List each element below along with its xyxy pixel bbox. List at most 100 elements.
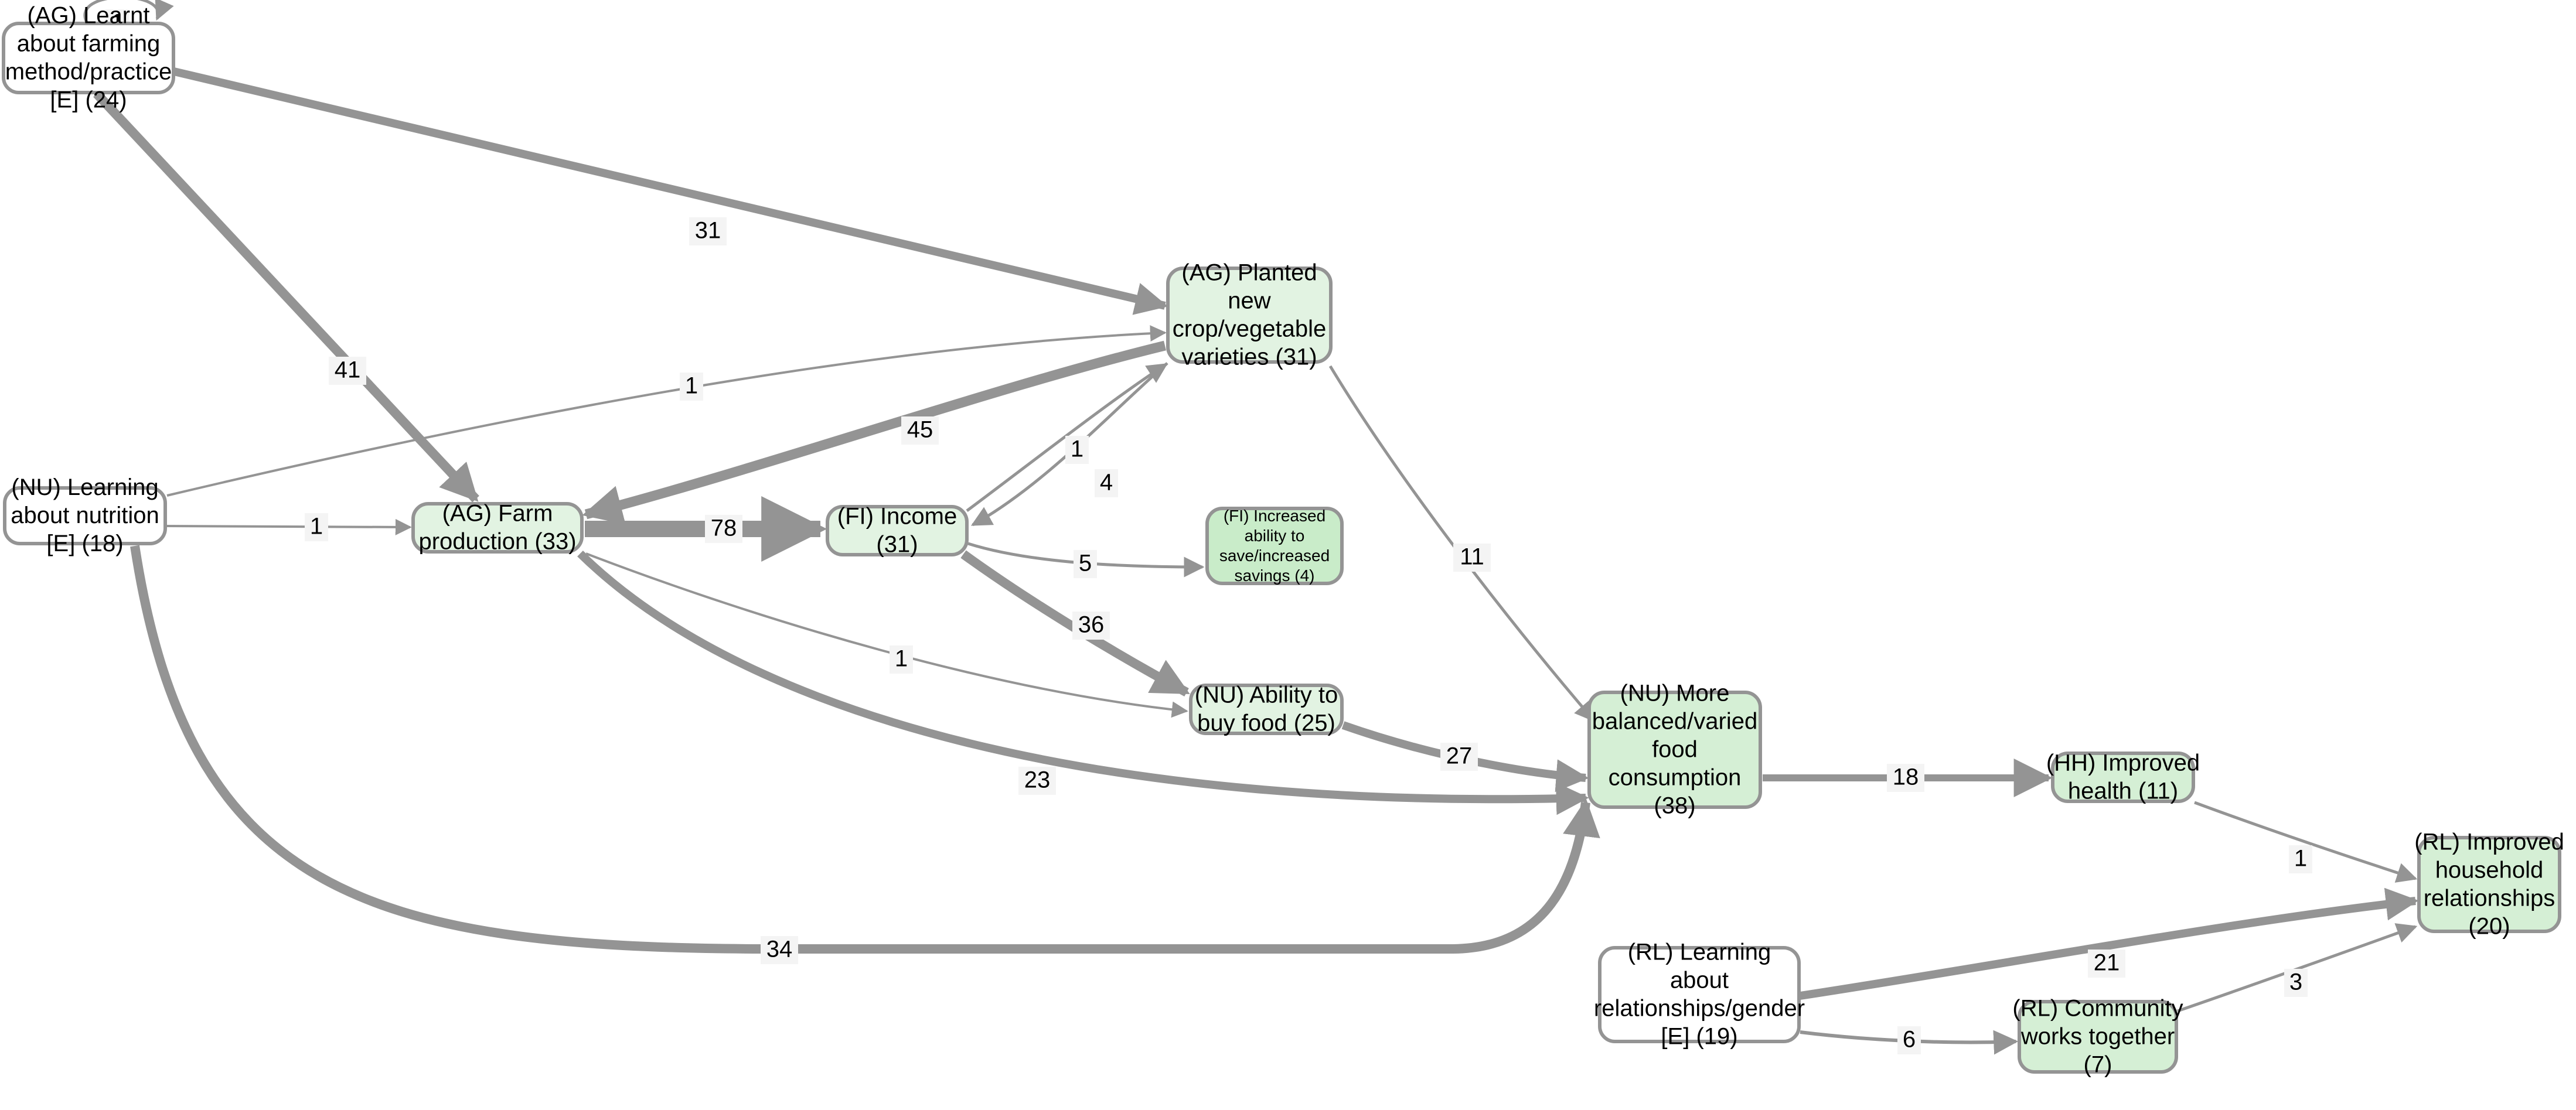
node-label-line: (NU) Ability to: [1195, 682, 1338, 708]
edge-label-e-community-relations: 3: [2284, 969, 2308, 997]
edge-weight-value: 1: [2294, 846, 2307, 872]
edge-income-to-planted-new-crop: [966, 363, 1168, 513]
edge-label-backdrop: [1887, 764, 1924, 792]
node-label-line: about nutrition: [11, 503, 159, 528]
edge-weight-value: 5: [1079, 551, 1092, 576]
node-label-line: about: [1670, 967, 1729, 993]
edge-weight-value: 3: [2289, 969, 2302, 995]
edge-label-e-income-planted: 1: [1065, 436, 1089, 464]
node-box[interactable]: [1205, 507, 1344, 585]
node-label-line: varieties (31): [1181, 344, 1317, 370]
edge-label-e-nutrition-farm: 1: [305, 513, 328, 541]
node-label-line: balanced/varied: [1592, 708, 1757, 734]
node-box[interactable]: [411, 502, 584, 554]
edge-label-backdrop: [761, 936, 798, 964]
node-box[interactable]: [1189, 684, 1344, 735]
node-label-line: crop/vegetable: [1173, 316, 1326, 341]
node-box[interactable]: [1587, 691, 1762, 809]
edge-weight-value: 21: [2094, 950, 2120, 976]
node-label-line: (20): [2468, 913, 2510, 939]
node-box[interactable]: [2051, 752, 2195, 803]
edge-label-e-consumption-health: 18: [1887, 764, 1924, 792]
edge-label-e-learnt-farm: 41: [329, 357, 366, 385]
edge-label-e-farm-income: 78: [705, 515, 742, 543]
edge-weight-value: 1: [1071, 436, 1083, 462]
edge-weight-value: 45: [907, 417, 933, 443]
node-label-line: (RL) Community: [2012, 995, 2183, 1021]
edge-label-e-planted-consumption: 11: [1453, 544, 1491, 572]
node-box[interactable]: [3, 486, 167, 545]
edge-label-backdrop: [1072, 612, 1110, 640]
node-label-line: household: [2435, 857, 2544, 883]
node-box[interactable]: [1598, 946, 1801, 1043]
edge-label-backdrop: [1074, 550, 1097, 578]
edge-label-backdrop: [890, 645, 913, 674]
node-box[interactable]: [2018, 1000, 2178, 1074]
node-label-line: new: [1228, 288, 1270, 313]
edge-learnt-farming-to-learnt-farming: [83, 0, 174, 23]
edge-labels-layer: 13141113445781453611127231812163: [105, 9, 2312, 1054]
edge-farm-production-to-ability-buy-food: [585, 552, 1188, 718]
node-box[interactable]: [826, 505, 969, 556]
edge-label-backdrop: [2289, 845, 2312, 873]
node-label-line: method/practice: [5, 59, 172, 84]
edge-label-backdrop: [2088, 950, 2125, 978]
edge-label-backdrop: [305, 513, 328, 541]
edge-label-e-planted-farm: 45: [901, 416, 939, 445]
node-label-line: consumption: [1609, 764, 1742, 790]
node-income[interactable]: (FI) Income(31): [826, 503, 969, 557]
node-label-line: (31): [876, 531, 918, 557]
node-label-line: ability to: [1245, 527, 1305, 545]
edge-label-backdrop: [1453, 544, 1491, 572]
node-label-line: [E] (19): [1661, 1023, 1737, 1049]
node-label-line: (38): [1654, 793, 1695, 818]
edge-weight-value: 27: [1446, 743, 1473, 769]
node-label-line: (AG) Farm: [442, 500, 553, 526]
edge-label-backdrop: [901, 416, 939, 445]
edge-label-e-income-savings: 5: [1074, 550, 1097, 578]
node-box[interactable]: [1166, 267, 1333, 364]
edge-learning-nutrition-to-planted-new-crop: [166, 325, 1167, 497]
node-label-line: (NU) Learning: [11, 474, 158, 500]
node-label-line: (RL) Improved: [2414, 829, 2564, 855]
edge-weight-value: 78: [711, 515, 737, 541]
edge-label-e-learningrel-relations: 21: [2088, 950, 2125, 978]
node-box[interactable]: [2417, 836, 2561, 933]
edge-planted-new-crop-to-farm-production: [582, 340, 1167, 525]
edge-label-backdrop: [1095, 469, 1118, 497]
edge-label-backdrop: [1897, 1026, 1921, 1054]
edge-label-backdrop: [705, 515, 742, 543]
edge-weight-value: 1: [895, 646, 908, 672]
edge-weight-value: 34: [766, 937, 793, 962]
edge-community-works-to-improved-household-rel: [2177, 923, 2418, 1013]
node-label-line: (NU) More: [1620, 680, 1730, 706]
edge-label-backdrop: [329, 357, 366, 385]
node-more-balanced-food[interactable]: (NU) Morebalanced/variedfoodconsumption(…: [1587, 680, 1762, 818]
node-label-line: production (33): [418, 528, 576, 554]
node-label-line: (FI) Increased: [1224, 507, 1326, 525]
edge-improved-health-to-improved-household-rel: [2194, 801, 2418, 883]
edge-label-backdrop: [2284, 969, 2308, 997]
node-label-line: works together: [2020, 1023, 2175, 1049]
edge-weight-value: 23: [1024, 767, 1051, 793]
edge-label-e-farm-buyfood: 1: [890, 645, 913, 674]
edge-learning-relationships-to-improved-household-rel: [1799, 887, 2419, 1000]
edge-label-e-health-relations: 1: [2289, 845, 2312, 873]
node-label-line: savings (4): [1235, 566, 1315, 585]
edge-weight-value: 1: [310, 514, 323, 539]
edge-weight-value: 11: [1460, 544, 1484, 570]
edge-label-backdrop: [1440, 743, 1478, 771]
edge-label-backdrop: [680, 373, 703, 401]
node-learning-relationships[interactable]: (RL) Learningaboutrelationships/gender[E…: [1594, 939, 1805, 1049]
node-box[interactable]: [2, 22, 175, 94]
node-label-line: about farming: [17, 30, 161, 56]
